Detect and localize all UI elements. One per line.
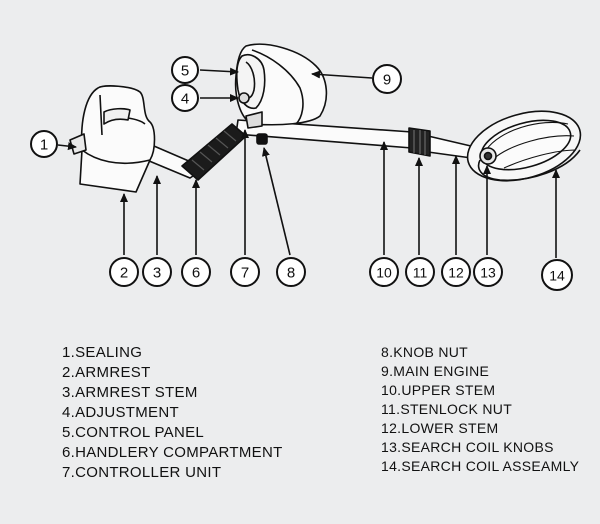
svg-text:13: 13 (480, 265, 496, 281)
sealing-shape (69, 133, 87, 155)
svg-text:7: 7 (241, 265, 249, 282)
legend-item-controller-unit: 7.CONTROLLER UNIT (62, 464, 222, 481)
svg-text:5: 5 (181, 63, 189, 80)
callout-3: 3 (142, 257, 172, 287)
legend-item-control-panel: 5.CONTROL PANEL (62, 424, 205, 441)
svg-text:10: 10 (376, 265, 392, 281)
svg-text:4: 4 (181, 91, 189, 108)
legend-item-sealing: 1.SEALING (62, 344, 143, 361)
leader-5 (199, 67, 239, 76)
callout-8: 8 (276, 257, 306, 287)
legend-item-lower-stem: 12.LOWER STEM (381, 420, 499, 436)
legend-item-knob-nut: 8.KNOB NUT (381, 344, 469, 360)
svg-text:2: 2 (120, 265, 128, 282)
legend-right-column: 8.KNOB NUT 9.MAIN ENGINE 10.UPPER STEM 1… (381, 343, 579, 476)
callout-14: 14 (541, 259, 573, 291)
callout-11: 11 (405, 257, 435, 287)
callout-9: 9 (372, 64, 402, 94)
handle-grip-shape (181, 123, 247, 181)
svg-text:6: 6 (192, 265, 200, 282)
callout-7: 7 (230, 257, 260, 287)
leader-8 (262, 147, 291, 256)
legend-left-column: 1.SEALING 2.ARMREST 3.ARMREST STEM 4.ADJ… (62, 343, 283, 483)
svg-text:8: 8 (287, 265, 295, 282)
callout-1: 1 (30, 130, 58, 158)
callout-2: 2 (109, 257, 139, 287)
legend-item-adjustment: 4.ADJUSTMENT (62, 404, 179, 421)
callout-6: 6 (181, 257, 211, 287)
controller-unit-shape (245, 111, 263, 129)
armrest-shape (79, 85, 156, 193)
svg-text:3: 3 (153, 265, 161, 282)
callout-13: 13 (473, 257, 503, 287)
svg-text:11: 11 (413, 265, 428, 281)
svg-text:9: 9 (383, 72, 391, 89)
leader-lines (57, 67, 560, 258)
legend-item-armrest: 2.ARMREST (62, 364, 151, 381)
svg-text:12: 12 (448, 265, 464, 281)
knob-nut-shape (256, 133, 268, 145)
legend-item-handlery-compartment: 6.HANDLERY COMPARTMENT (62, 444, 283, 461)
callout-4: 4 (171, 84, 199, 112)
svg-text:1: 1 (40, 137, 48, 154)
svg-text:14: 14 (549, 268, 565, 284)
legend-item-armrest-stem: 3.ARMREST STEM (62, 384, 198, 401)
legend-item-stenlock-nut: 11.STENLOCK NUT (381, 401, 513, 417)
legend-item-search-coil-knobs: 13.SEARCH COIL KNOBS (381, 439, 554, 455)
leader-1 (57, 142, 77, 151)
detector-illustration (69, 43, 582, 193)
leader-9 (311, 70, 373, 79)
callout-12: 12 (441, 257, 471, 287)
legend-item-upper-stem: 10.UPPER STEM (381, 382, 496, 398)
legend-item-search-coil-assembly: 14.SEARCH COIL ASSEAMLY (381, 458, 580, 474)
callout-10: 10 (369, 257, 399, 287)
callout-5: 5 (171, 56, 199, 84)
legend-item-main-engine: 9.MAIN ENGINE (381, 363, 490, 379)
